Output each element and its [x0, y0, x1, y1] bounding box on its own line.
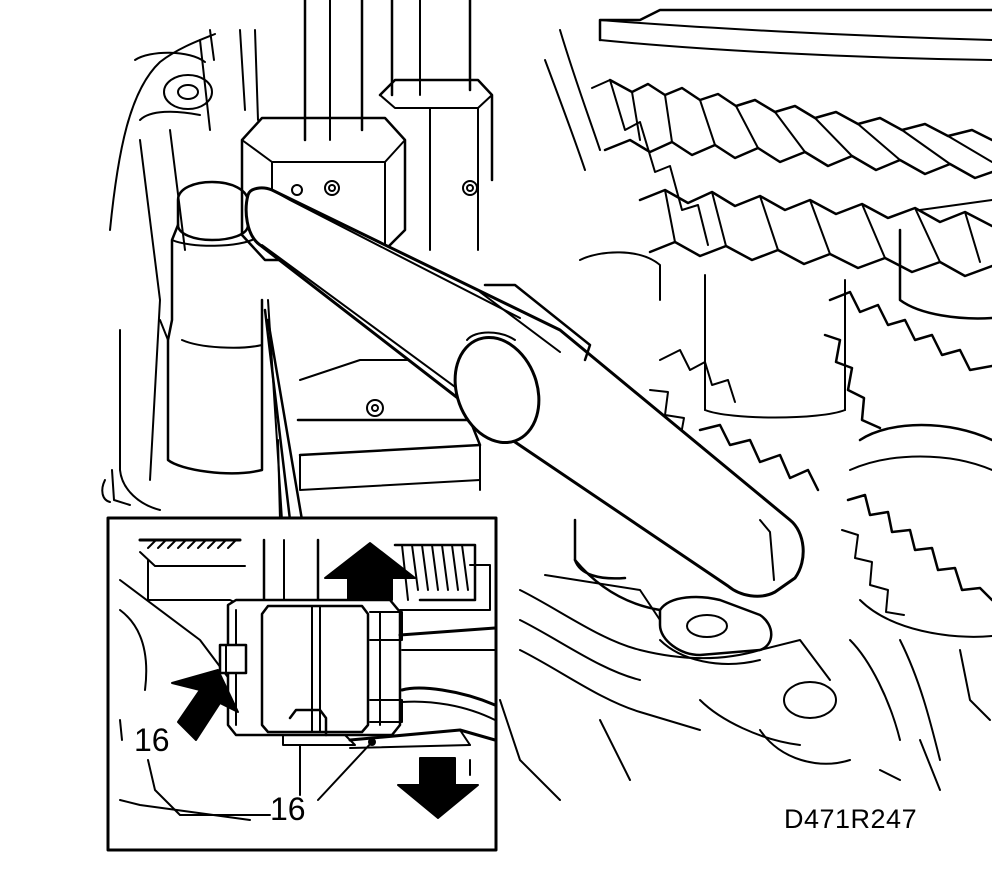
pivot-post — [159, 180, 264, 475]
gear-cluster-upper — [544, 8, 992, 419]
inset-leader-lines — [263, 299, 304, 522]
special-tool-lever — [244, 186, 805, 657]
figure-code: D471R247 — [784, 804, 918, 834]
gear-cluster-lower — [649, 290, 992, 638]
arrow-down-icon — [397, 757, 479, 819]
detail-inset — [106, 516, 498, 852]
gearbox-casing — [101, 29, 259, 511]
callout-label-16-bottom: 16 — [270, 791, 306, 827]
arrow-up-icon — [324, 542, 416, 601]
selector-shafts — [240, 0, 494, 262]
arrow-diagonal-icon — [171, 669, 239, 741]
callout-label-16-left: 16 — [134, 722, 170, 758]
